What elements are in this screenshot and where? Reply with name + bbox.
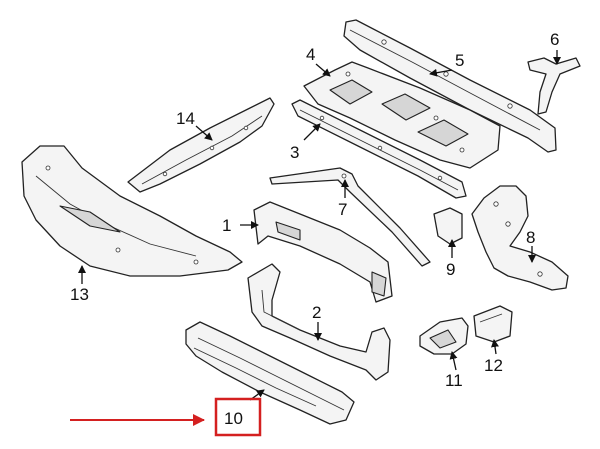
- callout-10: 10: [224, 409, 243, 428]
- callout-3: 3: [290, 143, 299, 162]
- part-1-radiator-frame: [253, 201, 393, 303]
- callout-5: 5: [455, 51, 464, 70]
- callout-labels: 1 2 3 4 5 6 7 8 9 11 12 13 14: [70, 30, 559, 390]
- leader-3: [303, 123, 321, 141]
- highlight-box: [214, 397, 262, 437]
- part-6-bracket: [527, 57, 581, 115]
- leader-12: [491, 339, 499, 355]
- part-8-side-bracket: [471, 185, 569, 291]
- callout-9: 9: [446, 260, 455, 279]
- callout-11: 11: [445, 371, 463, 390]
- part-12-duct: [473, 305, 513, 343]
- callout-14: 14: [176, 109, 195, 128]
- callout-12: 12: [484, 356, 503, 375]
- part-4-engine-shield: [303, 61, 501, 169]
- callout-1: 1: [222, 216, 231, 235]
- part-2-lower-frame: [247, 263, 391, 381]
- callout-4: 4: [306, 45, 315, 64]
- leader-4: [315, 63, 331, 77]
- part-9-plate: [433, 207, 463, 245]
- part-10-energy-absorber: [185, 321, 355, 425]
- leader-5: [429, 68, 453, 77]
- callout-8: 8: [526, 228, 535, 247]
- part-7-strut: [269, 167, 431, 267]
- leader-11: [449, 351, 458, 371]
- part-14-left-bracket: [127, 97, 275, 193]
- leader-14: [195, 125, 213, 141]
- callout-2: 2: [312, 303, 321, 322]
- part-3-support-bar: [291, 99, 467, 199]
- part-13-splash-shield: [21, 145, 243, 277]
- callout-6: 6: [550, 30, 559, 49]
- callout-7: 7: [338, 200, 347, 219]
- part-11-bracket: [419, 317, 469, 355]
- callout-13: 13: [70, 285, 89, 304]
- highlight-callout-10: 10: [70, 397, 262, 437]
- part-5-upper-support-bar: [343, 19, 557, 153]
- leader-lines: [78, 50, 561, 401]
